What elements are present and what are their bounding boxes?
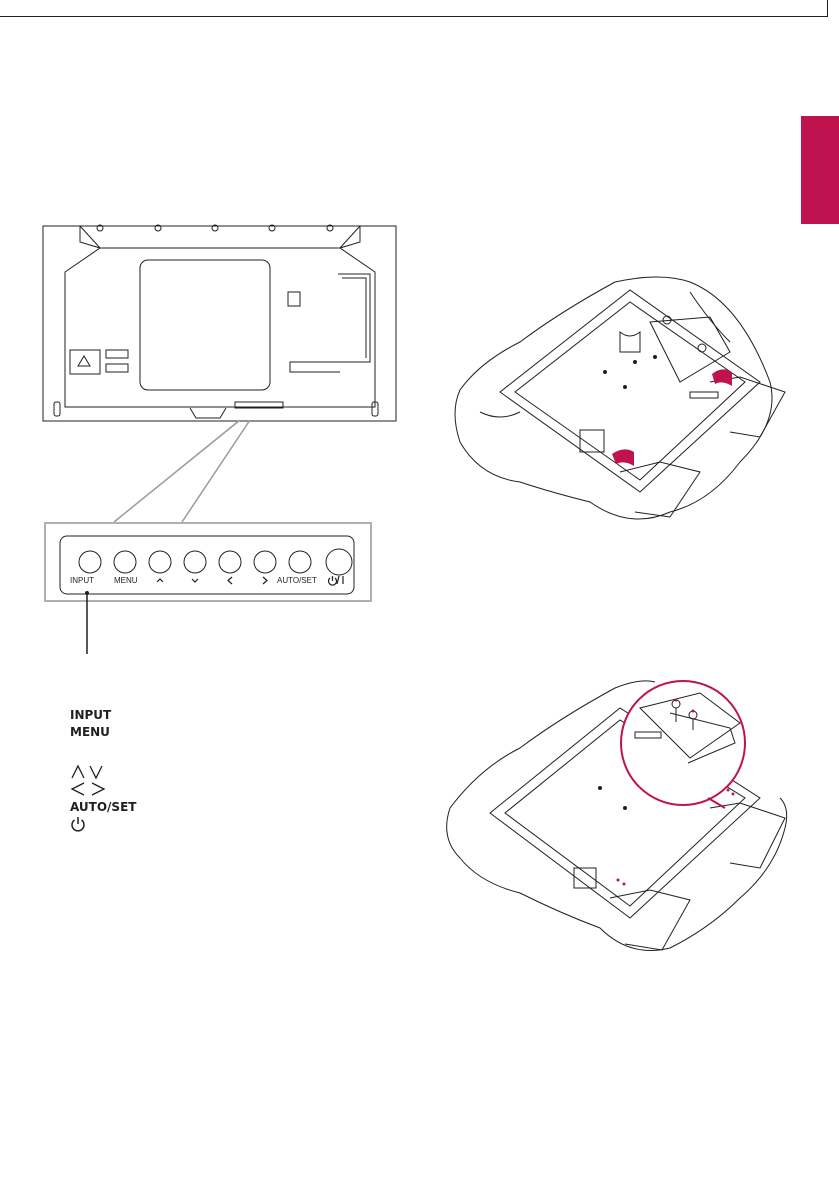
zoom-callout-lines <box>110 418 260 528</box>
power-icon <box>329 576 337 585</box>
legend-left-right-icon <box>70 781 110 797</box>
stand-attach-illustration-2 <box>440 668 790 963</box>
legend-input: INPUT <box>70 708 111 722</box>
language-tab <box>801 116 839 224</box>
header-notch <box>827 0 828 17</box>
chevron-left-icon <box>228 577 232 584</box>
panel-label-icons <box>60 574 360 590</box>
legend-autoset: AUTO/SET <box>70 800 136 814</box>
header-rule <box>0 16 828 17</box>
chevron-up-icon <box>157 579 163 582</box>
chevron-right-icon <box>263 577 267 584</box>
legend-up-down-icon <box>70 764 110 780</box>
chevron-down-icon <box>192 579 198 582</box>
monitor-back-illustration <box>40 222 400 422</box>
pointer-line <box>82 590 92 656</box>
legend-menu: MENU <box>70 725 110 739</box>
stand-attach-illustration-1 <box>440 262 790 532</box>
legend-power-icon <box>70 816 86 832</box>
